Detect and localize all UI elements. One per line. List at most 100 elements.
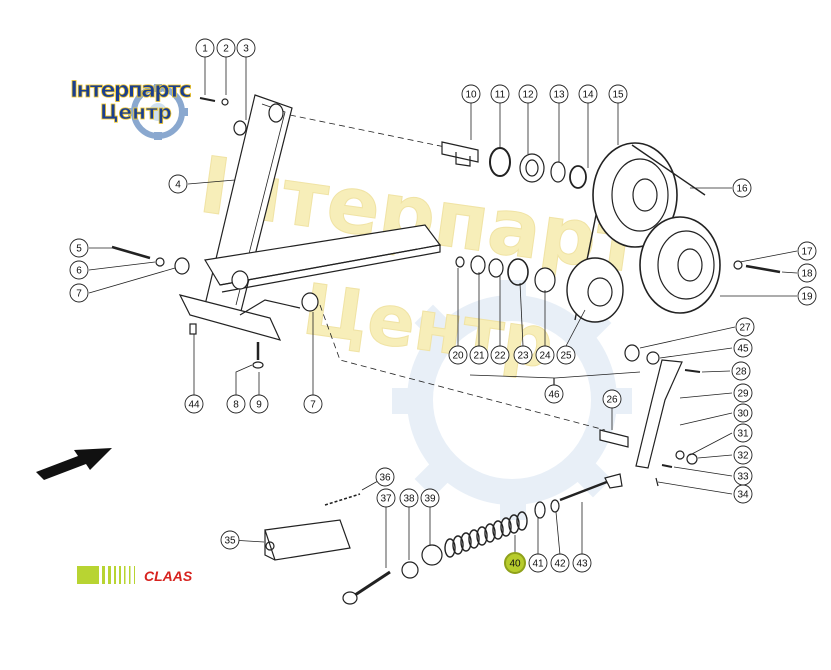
callout-number: 38 [403, 494, 415, 505]
callout-number: 21 [473, 351, 485, 362]
callout-number: 29 [737, 389, 749, 400]
callout-circle [226, 394, 246, 414]
claas-brand-logo: CLAAS [77, 566, 193, 584]
callout-circle [733, 338, 753, 358]
callout-11: 11 [490, 84, 510, 104]
callout-number: 3 [243, 44, 249, 55]
callout-14: 14 [578, 84, 598, 104]
callout-number: 7 [76, 289, 82, 300]
callout-circle [735, 317, 755, 337]
callout-circle [797, 286, 817, 306]
callout-number: 28 [735, 367, 747, 378]
callout-circle [733, 403, 753, 423]
callout-circle [195, 38, 215, 58]
callout-number: 35 [224, 536, 236, 547]
logo-gear-icon [128, 84, 188, 140]
callout-number: 32 [737, 451, 749, 462]
callout-number: 30 [737, 409, 749, 420]
callout-circle [733, 445, 753, 465]
spring-part [444, 511, 528, 558]
callout-number: 31 [737, 429, 749, 440]
callout-circle [504, 552, 526, 574]
callout-42: 42 [550, 553, 570, 573]
callout-number: 12 [522, 90, 534, 101]
callout-5: 5 [69, 238, 89, 258]
callout-circle [69, 260, 89, 280]
logo-line1: Інтерпартс [70, 78, 192, 103]
callout-circle [490, 84, 510, 104]
callout-number: 22 [494, 351, 506, 362]
bottom-bracket [178, 294, 282, 341]
callout-number: 42 [554, 559, 566, 570]
callout-circle [518, 84, 538, 104]
callout-15: 15 [608, 84, 628, 104]
callout-number: 36 [379, 473, 391, 484]
callout-circle [249, 394, 269, 414]
callout-circle [513, 345, 533, 365]
callout-16: 16 [732, 178, 752, 198]
callout-17: 17 [797, 241, 817, 261]
callout-number: 17 [801, 247, 813, 258]
callout-number: 20 [452, 351, 464, 362]
callout-number: 4 [175, 180, 181, 191]
callout-43: 43 [572, 553, 592, 573]
callout-number: 11 [495, 90, 506, 101]
callout-44: 44 [184, 394, 204, 414]
mount-bracket [264, 519, 351, 561]
callout-circle [376, 488, 396, 508]
callout-circle [733, 484, 753, 504]
callout-46: 46 [544, 384, 564, 404]
callout-circle [602, 389, 622, 409]
callout-6: 6 [69, 260, 89, 280]
callout-8: 8 [226, 394, 246, 414]
callout-31: 31 [733, 423, 753, 443]
callout-45: 45 [733, 338, 753, 358]
callout-number: 8 [233, 400, 239, 411]
callout-19: 19 [797, 286, 817, 306]
callout-circle [732, 178, 752, 198]
callout-circle [733, 423, 753, 443]
callout-circle [69, 238, 89, 258]
callout-circle [216, 38, 236, 58]
callout-circle [544, 384, 564, 404]
callout-circle [168, 174, 188, 194]
callout-23: 23 [513, 345, 533, 365]
callout-number: 41 [532, 559, 544, 570]
callout-35: 35 [220, 530, 240, 550]
callout-1: 1 [195, 38, 215, 58]
callout-number: 2 [223, 44, 229, 55]
callout-20: 20 [448, 345, 468, 365]
callout-circle [184, 394, 204, 414]
watermark-gear-teeth [392, 280, 632, 520]
shaft-part [441, 141, 479, 163]
callout-number: 25 [560, 351, 572, 362]
interparts-logo: Інтерпартс Центр [70, 78, 192, 140]
callout-circle [69, 283, 89, 303]
callout-7: 7 [303, 394, 323, 414]
callout-circle [797, 263, 817, 283]
leader-lines [88, 55, 798, 568]
direction-arrow-icon [36, 448, 112, 480]
callout-18: 18 [797, 263, 817, 283]
callout-33: 33 [733, 466, 753, 486]
callout-circle [469, 345, 489, 365]
callout-number: 39 [424, 494, 436, 505]
callout-number: 27 [739, 323, 751, 334]
callout-circle [731, 361, 751, 381]
callout-24: 24 [535, 345, 555, 365]
callout-4: 4 [168, 174, 188, 194]
callout-circle [535, 345, 555, 365]
callout-32: 32 [733, 445, 753, 465]
callout-40: 40 [504, 552, 526, 574]
callout-number: 26 [606, 395, 618, 406]
callout-39: 39 [420, 488, 440, 508]
idler-pulley [566, 257, 624, 323]
callout-circle [556, 345, 576, 365]
callout-number: 10 [465, 90, 477, 101]
pin-part [599, 429, 629, 448]
parts-drawing [111, 94, 781, 605]
callout-circle [303, 394, 323, 414]
callout-number: 7 [310, 400, 316, 411]
callout-number: 18 [801, 269, 813, 280]
